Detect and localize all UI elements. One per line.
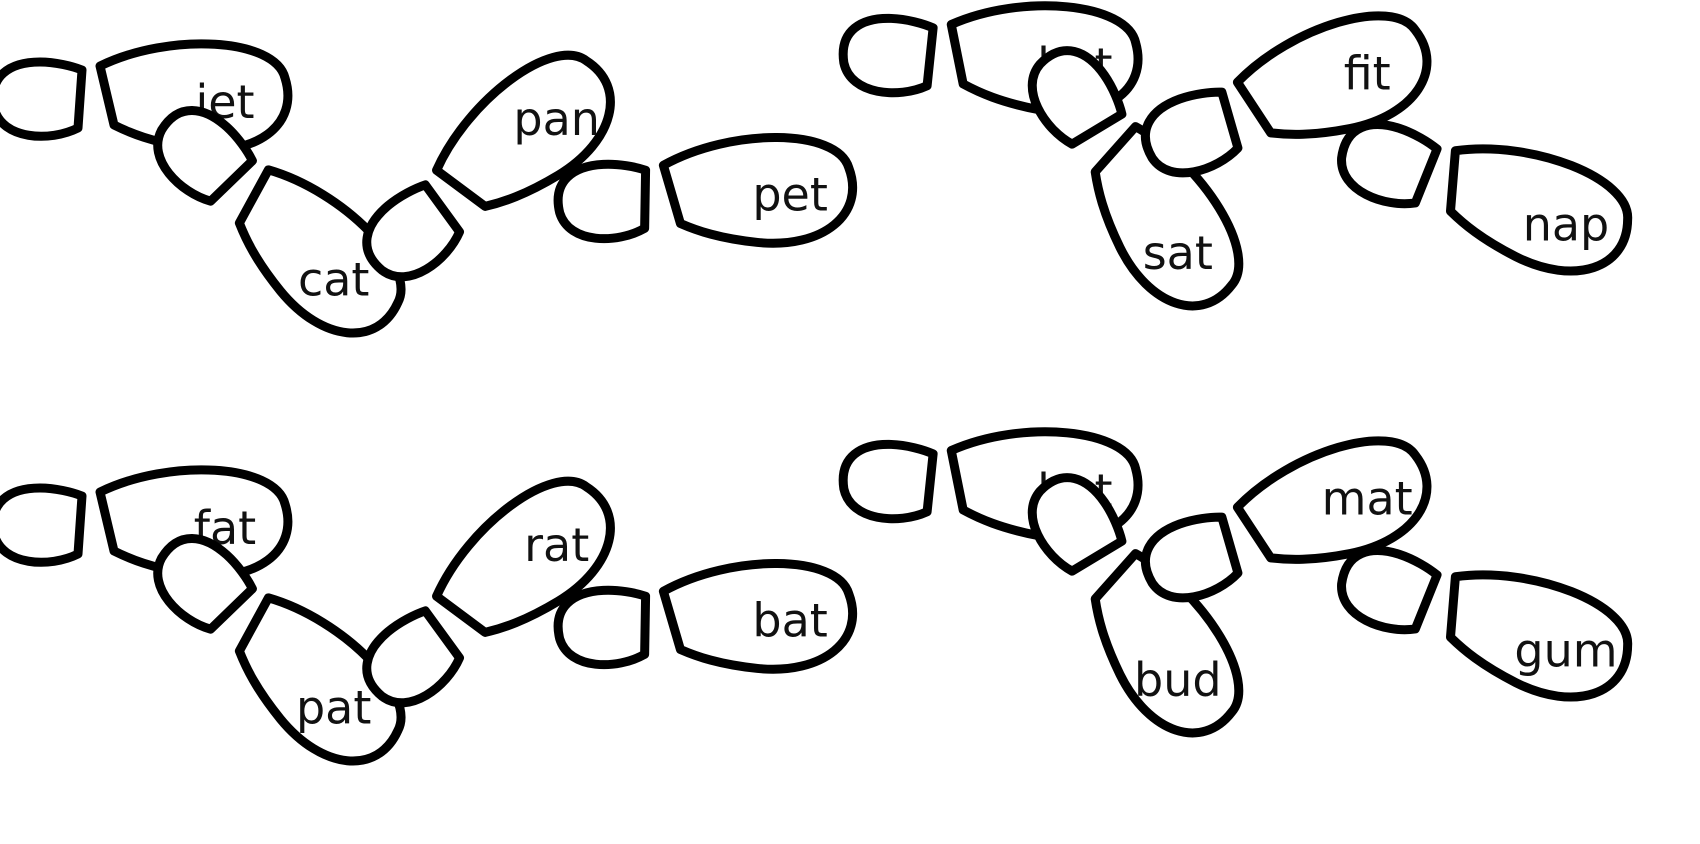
heel-print [1337, 546, 1442, 635]
footprint-sat [1027, 46, 1244, 311]
footprint-fat [0, 465, 293, 581]
sole-print [1232, 436, 1432, 564]
footprint-word: fit [1344, 46, 1391, 100]
sole-print [1445, 144, 1633, 276]
heel-print [553, 585, 651, 670]
heel-print [0, 483, 87, 567]
heel-print [1337, 120, 1442, 209]
footprint-word: sat [1143, 226, 1213, 280]
footprint-word: gum [1514, 624, 1617, 678]
heel-print [362, 606, 465, 708]
heel-print [153, 533, 257, 634]
sole-print [1090, 549, 1244, 738]
footprint-fit [1140, 11, 1432, 178]
footprint-word: rat [524, 518, 589, 572]
footprint-word: bud [1134, 653, 1222, 707]
sole-print [1232, 11, 1432, 139]
footprint-word: nap [1523, 198, 1610, 252]
heel-print [153, 105, 257, 206]
sole-print [234, 165, 406, 338]
heel-print [1140, 87, 1243, 178]
heel-print [838, 13, 938, 98]
footprint-pet [553, 133, 858, 248]
footprint-word: pat [296, 681, 371, 735]
footprint-bat [553, 559, 858, 674]
footprint-word: pan [513, 92, 600, 146]
footprint-bud [1027, 473, 1244, 738]
sole-print [95, 39, 293, 155]
sole-print [234, 593, 406, 766]
sole-print [1445, 570, 1633, 702]
footprint-jet [0, 39, 293, 155]
sole-print [432, 50, 615, 211]
footprint-gum [1337, 546, 1633, 702]
footprint-pan [362, 50, 615, 282]
sole-print [1090, 122, 1244, 311]
heel-print [1027, 473, 1127, 576]
footprint-rat [362, 476, 615, 708]
footprint-cat [153, 105, 406, 338]
heel-print [0, 57, 87, 141]
sole-print [658, 559, 858, 674]
heel-print [1027, 46, 1127, 149]
footprint-word: pet [752, 168, 828, 222]
footprint-word: cat [298, 253, 370, 307]
footprint-word: bat [752, 594, 827, 648]
footprint-pat [153, 533, 406, 766]
heel-print [1140, 512, 1243, 603]
heel-print [553, 159, 651, 244]
footprint-nap [1337, 120, 1633, 276]
sole-print [95, 465, 293, 581]
footprint-mat [1140, 436, 1432, 603]
sole-print [658, 133, 858, 248]
heel-print [362, 180, 465, 282]
footprint-word: mat [1322, 471, 1413, 525]
sole-print [432, 476, 615, 637]
heel-print [838, 439, 938, 524]
